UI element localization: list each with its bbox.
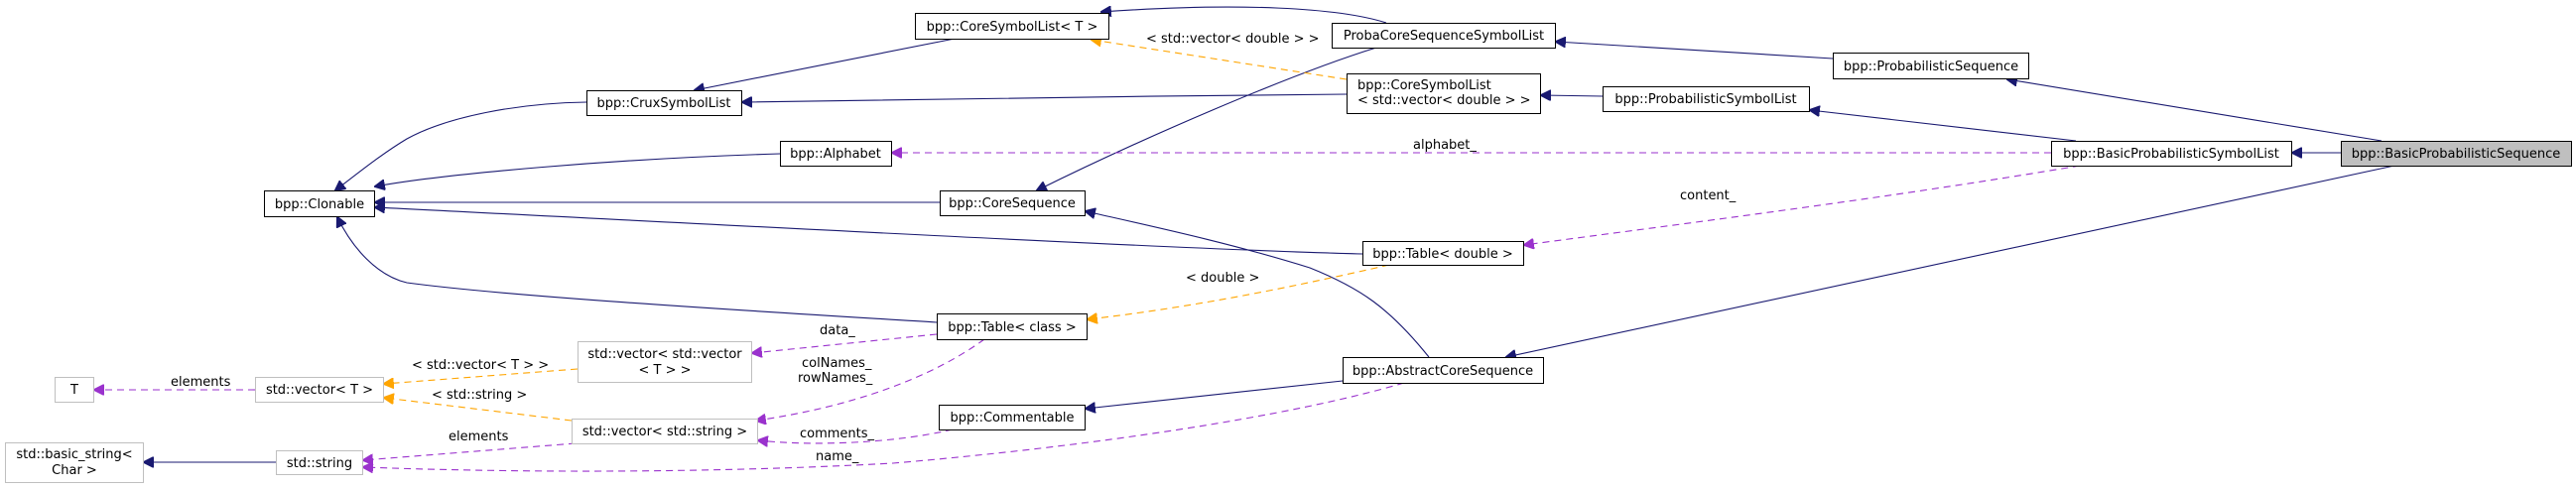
node-clonable[interactable]: bpp::Clonable	[264, 190, 375, 217]
edge-abstractcoreseq-to-commentable	[1086, 380, 1344, 409]
node-label: std::string	[287, 456, 352, 471]
edge-commentable-to-vecstring	[758, 428, 954, 443]
node-label-line2: < std::vector< double > >	[1357, 93, 1531, 108]
node-T[interactable]: T	[55, 377, 94, 403]
edge-alphabet-to-clonable	[375, 153, 781, 186]
node-label: bpp::AbstractCoreSequence	[1352, 364, 1533, 379]
node-core-symbol-list-vector-double[interactable]: bpp::CoreSymbolList < std::vector< doubl…	[1347, 73, 1541, 114]
edge-vecstring-to-stdstring	[363, 442, 577, 460]
edge-label-elements-T: elements	[171, 375, 231, 390]
node-label: bpp::ProbabilisticSequence	[1844, 60, 2018, 74]
edge-basicprobseq-to-abstractcoreseq	[1506, 165, 2395, 357]
edge-label-colnames: colNames_	[802, 356, 872, 371]
node-table-double[interactable]: bpp::Table< double >	[1362, 241, 1524, 266]
node-vector-vector-T[interactable]: std::vector< std::vector < T > >	[578, 341, 752, 383]
node-table-class[interactable]: bpp::Table< class >	[937, 313, 1088, 340]
edge-label-content: content_	[1680, 188, 1737, 203]
edge-label-comments: comments_	[800, 427, 875, 441]
edge-probacore-to-coreseq	[1037, 47, 1377, 190]
edge-tabledouble-to-clonable	[375, 207, 1363, 255]
node-label: std::vector< T >	[266, 383, 373, 398]
node-label: bpp::Alphabet	[790, 147, 881, 162]
edge-label-vector-T: < std::vector< T > >	[412, 358, 549, 373]
node-label-line2: Char >	[52, 463, 97, 478]
node-label: bpp::ProbabilisticSymbolList	[1614, 92, 1796, 107]
node-label-line1: bpp::CoreSymbolList	[1357, 78, 1491, 93]
node-proba-core-sequence-symbol-list[interactable]: ProbaCoreSequenceSymbolList	[1332, 23, 1556, 49]
edge-label-name: name_	[816, 449, 859, 464]
edge-label-vector-double: < std::vector< double > >	[1146, 32, 1320, 47]
edge-tableclass-to-clonable	[337, 217, 938, 323]
node-label: bpp::BasicProbabilisticSequence	[2352, 147, 2561, 162]
edge-coresymlistvd-to-coresymlistT	[1092, 40, 1348, 80]
edge-vecvecT-to-vecT	[384, 368, 579, 384]
edge-basicprobsymlist-to-tabledouble	[1524, 165, 2081, 245]
node-label: std::vector< std::string >	[582, 425, 747, 439]
node-label: bpp::CoreSymbolList< T >	[927, 20, 1098, 35]
node-std-string[interactable]: std::string	[276, 450, 363, 475]
node-basic-string-char[interactable]: std::basic_string< Char >	[5, 442, 144, 483]
node-label: bpp::CoreSequence	[949, 196, 1076, 211]
edge-basicprobsymlist-to-probsymlist	[1810, 110, 2077, 142]
edge-coresymlistvd-to-crux	[742, 93, 1348, 102]
edge-probacore-to-coresymlistT	[1101, 7, 1387, 24]
node-vector-string[interactable]: std::vector< std::string >	[572, 419, 758, 444]
edge-tabledouble-to-tableclass	[1088, 264, 1390, 319]
node-probabilistic-sequence[interactable]: bpp::ProbabilisticSequence	[1833, 53, 2029, 79]
node-label: ProbaCoreSequenceSymbolList	[1344, 29, 1544, 44]
edge-coresymlistT-to-crux	[695, 38, 956, 90]
node-core-sequence[interactable]: bpp::CoreSequence	[940, 190, 1086, 216]
node-basic-probabilistic-symbol-list[interactable]: bpp::BasicProbabilisticSymbolList	[2051, 141, 2292, 167]
node-crux-symbol-list[interactable]: bpp::CruxSymbolList	[586, 90, 742, 116]
node-core-symbol-list-T[interactable]: bpp::CoreSymbolList< T >	[915, 13, 1109, 40]
edge-probseq-to-probacore	[1556, 42, 1834, 60]
node-basic-probabilistic-sequence[interactable]: bpp::BasicProbabilisticSequence	[2341, 141, 2572, 167]
edge-vecstring-to-vecT	[384, 398, 573, 422]
edge-label-alphabet: alphabet_	[1413, 138, 1477, 153]
node-commentable[interactable]: bpp::Commentable	[939, 405, 1086, 430]
node-label: bpp::Table< class >	[948, 320, 1076, 335]
edge-probsymlist-to-coresymlistvd	[1541, 95, 1604, 96]
node-label-line2: < T > >	[638, 363, 691, 378]
node-alphabet[interactable]: bpp::Alphabet	[780, 141, 892, 167]
node-probabilistic-symbol-list[interactable]: bpp::ProbabilisticSymbolList	[1603, 86, 1810, 112]
edge-label-data: data_	[820, 323, 855, 338]
edge-label-elements-string: elements	[449, 429, 509, 444]
node-label: T	[69, 383, 78, 398]
edge-tableclass-to-vecstring	[756, 338, 985, 421]
edge-label-double: < double >	[1186, 271, 1259, 286]
node-label-line1: std::basic_string<	[16, 447, 132, 462]
node-abstract-core-sequence[interactable]: bpp::AbstractCoreSequence	[1343, 357, 1544, 384]
node-label: bpp::Table< double >	[1372, 247, 1513, 262]
edge-label-string: < std::string >	[432, 388, 527, 403]
edge-abstractcoreseq-to-coreseq	[1086, 211, 1430, 358]
edge-crux-to-clonable	[335, 101, 587, 190]
edge-basicprobseq-to-probseq	[2007, 79, 2383, 142]
node-vector-T[interactable]: std::vector< T >	[255, 377, 384, 403]
node-label: bpp::Commentable	[950, 411, 1074, 426]
node-label: bpp::BasicProbabilisticSymbolList	[2063, 147, 2279, 162]
edge-label-rownames: rowNames_	[798, 371, 873, 386]
node-label-line1: std::vector< std::vector	[587, 347, 742, 362]
edge-abstractcoreseq-to-stdstring	[363, 382, 1405, 471]
node-label: bpp::Clonable	[275, 197, 364, 212]
node-label: bpp::CruxSymbolList	[596, 96, 730, 111]
